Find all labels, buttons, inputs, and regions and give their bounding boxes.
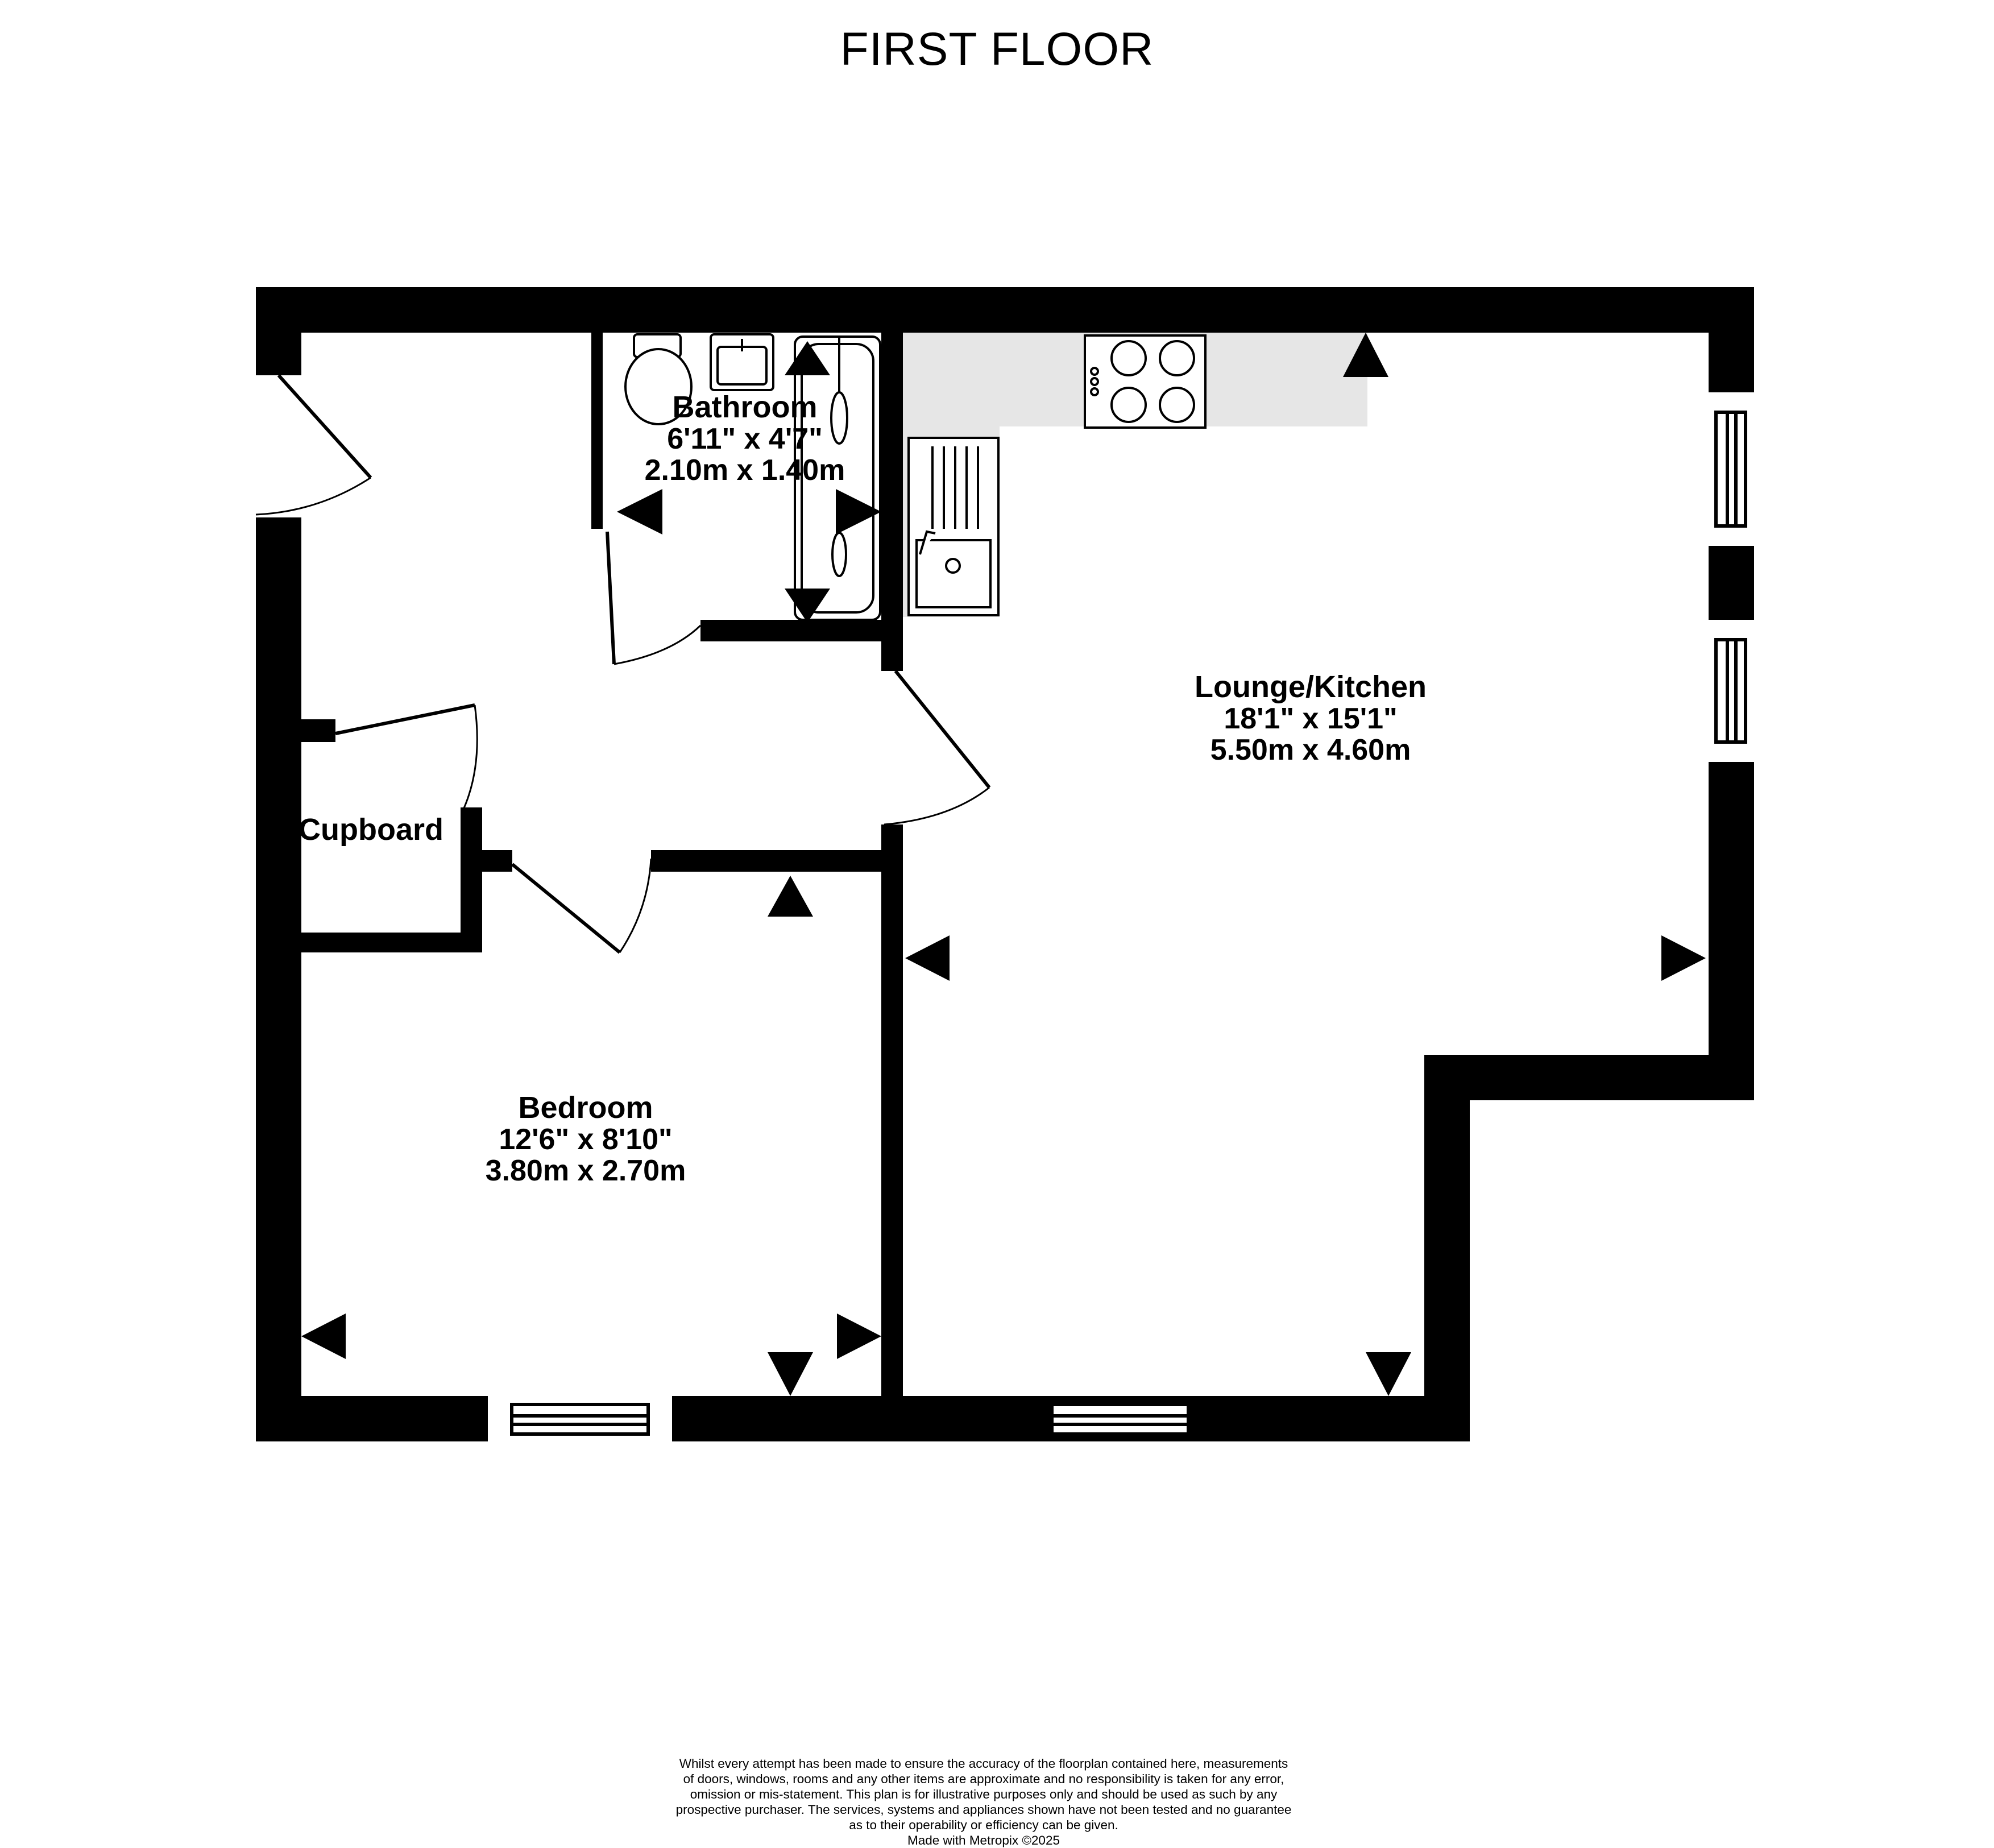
disclaimer-line: prospective purchaser. The services, sys… <box>675 1803 1292 1817</box>
bathroom-imperial: 6'11" x 4'7" <box>667 422 823 456</box>
disclaimer-line: omission or mis-statement. This plan is … <box>690 1787 1278 1801</box>
window-icon <box>510 411 1747 1436</box>
arrow-icon <box>301 333 1706 1396</box>
lounge-label: Lounge/Kitchen 18'1" x 15'1" 5.50m x 4.6… <box>1126 670 1495 767</box>
hob-icon <box>1084 334 1207 429</box>
lounge-imperial: 18'1" x 15'1" <box>1224 702 1398 736</box>
lounge-name: Lounge/Kitchen <box>1195 670 1427 704</box>
walls <box>256 287 1754 1441</box>
disclaimer-line: of doors, windows, rooms and any other i… <box>683 1772 1284 1786</box>
disclaimer: Whilst every attempt has been made to en… <box>614 1756 1353 1848</box>
disclaimer-line: as to their operability or efficiency ca… <box>849 1818 1118 1832</box>
bedroom-name: Bedroom <box>518 1091 653 1125</box>
cupboard-label: Cupboard <box>299 813 443 847</box>
bath-icon <box>794 335 881 621</box>
bedroom-label: Bedroom 12'6" x 8'10" 3.80m x 2.70m <box>443 1091 728 1188</box>
bathroom-label: Bathroom 6'11" x 4'7" 2.10m x 1.40m <box>617 391 873 486</box>
basin-icon <box>710 333 774 391</box>
bathroom-name: Bathroom <box>672 390 818 424</box>
bedroom-imperial: 12'6" x 8'10" <box>499 1123 673 1157</box>
disclaimer-line: Whilst every attempt has been made to en… <box>679 1756 1288 1771</box>
bathroom-metric: 2.10m x 1.40m <box>644 454 845 487</box>
toilet-icon <box>624 333 693 425</box>
door-icon <box>255 374 991 954</box>
lounge-metric: 5.50m x 4.60m <box>1210 734 1411 767</box>
bedroom-metric: 3.80m x 2.70m <box>485 1154 686 1188</box>
credit: Made with Metropix ©2025 <box>907 1833 1060 1847</box>
sink-icon <box>907 437 1000 616</box>
floor-title: FIRST FLOOR <box>840 23 1154 75</box>
